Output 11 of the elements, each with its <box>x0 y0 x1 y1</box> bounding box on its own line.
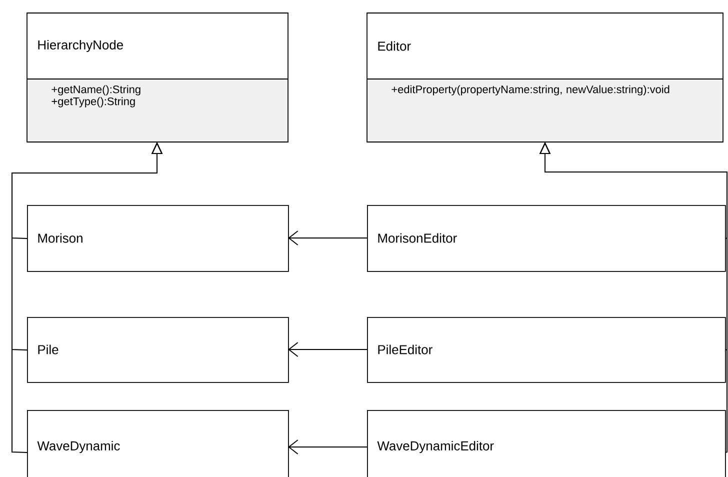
class-box: MorisonEditor <box>367 205 726 272</box>
class-box: Morison <box>27 205 289 272</box>
class-box: PileEditor <box>367 317 726 383</box>
class-box: WaveDynamicEditor <box>367 410 726 477</box>
arrow <box>288 440 368 454</box>
arrow <box>288 342 368 357</box>
class-box: Editor +editProperty(propertyName:string, newValue:string):void <box>366 12 724 142</box>
class-box: WaveDynamic <box>27 410 289 477</box>
arrow <box>288 230 368 246</box>
class-box: Pile <box>27 317 289 383</box>
class-box: HierarchyNode +getName():String +getType():String <box>26 12 288 142</box>
